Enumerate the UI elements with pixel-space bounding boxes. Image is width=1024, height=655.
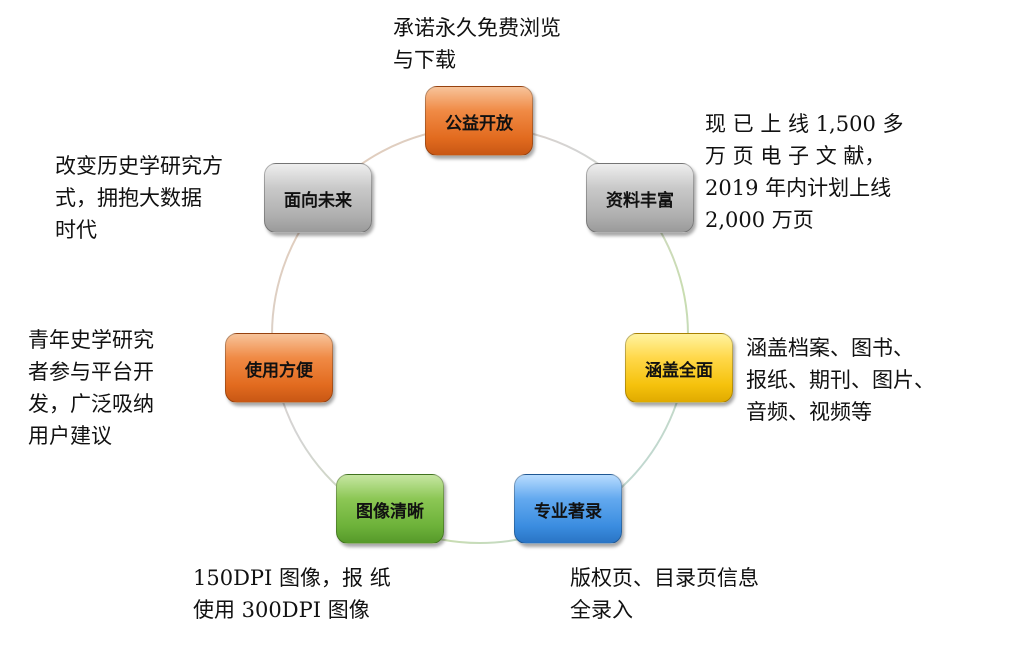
desc-line: 万 页 电 子 文 献， [705,144,886,168]
desc-professional-catalog: 版权页、目录页信息 全录入 [570,562,759,626]
desc-line: 发，广泛吸纳 [28,392,154,416]
desc-rich-resources: 现 已 上 线 1,500 多 万 页 电 子 文 献， 2019 年内计划上线… [705,108,904,236]
desc-line: 现 已 上 线 1,500 多 [705,112,904,136]
desc-line: 者参与平台开 [28,360,154,384]
desc-line: 全录入 [570,598,633,622]
desc-line: 改变历史学研究方 [55,154,223,178]
node-clear-images: 图像清晰 [336,474,444,544]
desc-convenient-use: 青年史学研究 者参与平台开 发，广泛吸纳 用户建议 [28,324,154,452]
node-public-open: 公益开放 [425,86,533,156]
desc-public-open: 承诺永久免费浏览 与下载 [393,12,561,76]
desc-line: 150DPI 图像，报 纸 [193,566,391,590]
node-convenient-use-label: 使用方便 [245,360,313,381]
node-professional-catalog-label: 专业著录 [534,501,602,522]
node-professional-catalog: 专业著录 [514,474,622,544]
desc-line: 2,000 万页 [705,208,814,232]
desc-line: 时代 [55,218,97,242]
node-comprehensive-label: 涵盖全面 [645,360,713,381]
desc-line: 涵盖档案、图书、 [746,336,914,360]
desc-line: 用户建议 [28,424,112,448]
node-rich-resources-label: 资料丰富 [606,190,674,211]
desc-comprehensive: 涵盖档案、图书、 报纸、期刊、图片、 音频、视频等 [746,332,935,428]
desc-line: 青年史学研究 [28,328,154,352]
desc-line: 2019 年内计划上线 [705,176,892,200]
node-convenient-use: 使用方便 [225,333,333,403]
node-comprehensive: 涵盖全面 [625,333,733,403]
desc-line: 使用 300DPI 图像 [193,598,370,622]
desc-clear-images: 150DPI 图像，报 纸 使用 300DPI 图像 [193,562,391,626]
desc-line: 版权页、目录页信息 [570,566,759,590]
desc-line: 式，拥抱大数据 [55,186,202,210]
desc-line: 承诺永久免费浏览 [393,16,561,40]
desc-future-oriented: 改变历史学研究方 式，拥抱大数据 时代 [55,150,223,246]
node-public-open-label: 公益开放 [445,113,513,134]
node-rich-resources: 资料丰富 [586,163,694,233]
desc-line: 报纸、期刊、图片、 [746,368,935,392]
desc-line: 与下载 [393,48,456,72]
node-clear-images-label: 图像清晰 [356,501,424,522]
node-future-oriented-label: 面向未来 [284,190,352,211]
desc-line: 音频、视频等 [746,400,872,424]
node-future-oriented: 面向未来 [264,163,372,233]
